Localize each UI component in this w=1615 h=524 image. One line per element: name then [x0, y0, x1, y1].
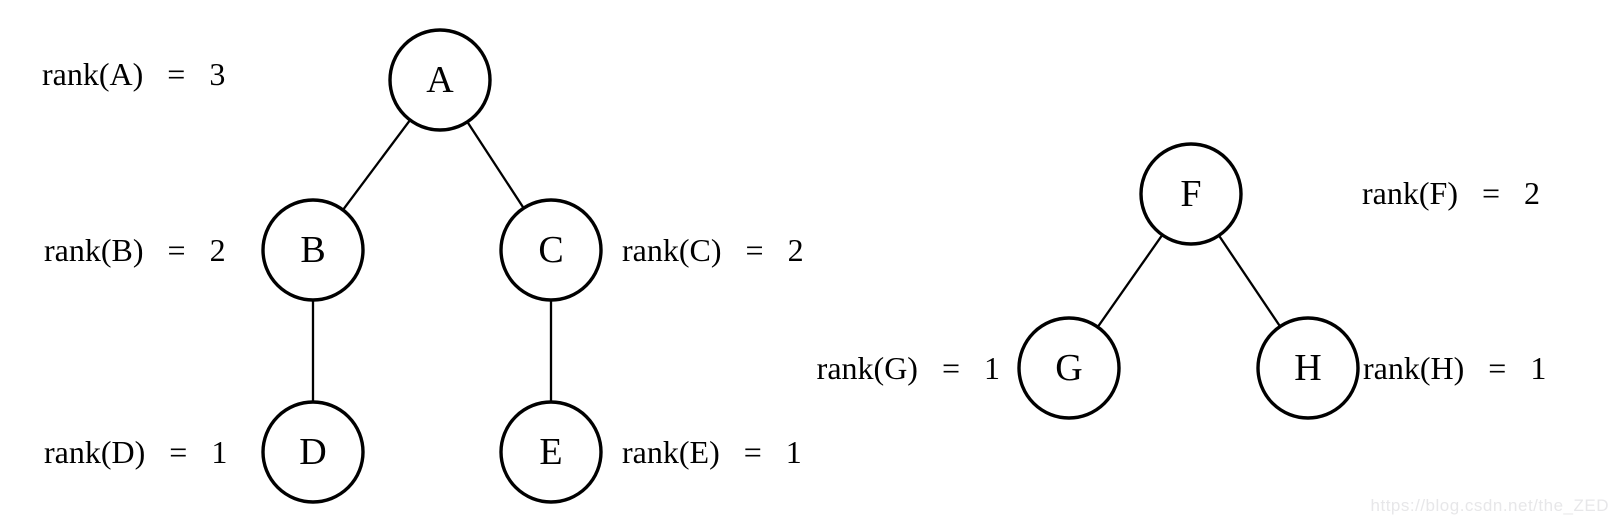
tree-node-D — [261, 400, 365, 504]
tree-node-label-C: C — [538, 229, 563, 271]
tree-node-label-E: E — [539, 431, 562, 473]
tree-node-G — [1017, 316, 1121, 420]
tree-node-label-G: G — [1055, 347, 1082, 389]
tree-node-label-A: A — [426, 59, 454, 101]
rank-label-C: rank(C) = 2 — [622, 232, 804, 268]
rank-label-B: rank(B) = 2 — [44, 232, 226, 268]
tree-node-C — [499, 198, 603, 302]
rank-label-A: rank(A) = 3 — [42, 56, 225, 92]
tree-node-label-H: H — [1294, 347, 1321, 389]
tree-node-H — [1256, 316, 1360, 420]
tree-node-label-F: F — [1180, 173, 1201, 215]
rank-label-G: rank(G) = 1 — [817, 350, 1000, 386]
tree-node-A — [388, 28, 492, 132]
rank-label-D: rank(D) = 1 — [44, 434, 227, 470]
rank-label-F: rank(F) = 2 — [1362, 175, 1540, 211]
tree-node-label-D: D — [299, 431, 326, 473]
rank-label-H: rank(H) = 1 — [1363, 350, 1546, 386]
tree-node-label-B: B — [300, 229, 325, 271]
watermark: https://blog.csdn.net/the_ZED — [1370, 496, 1609, 515]
rank-label-E: rank(E) = 1 — [622, 434, 802, 470]
tree-node-B — [261, 198, 365, 302]
tree-node-E — [499, 400, 603, 504]
tree-node-F — [1139, 142, 1243, 246]
